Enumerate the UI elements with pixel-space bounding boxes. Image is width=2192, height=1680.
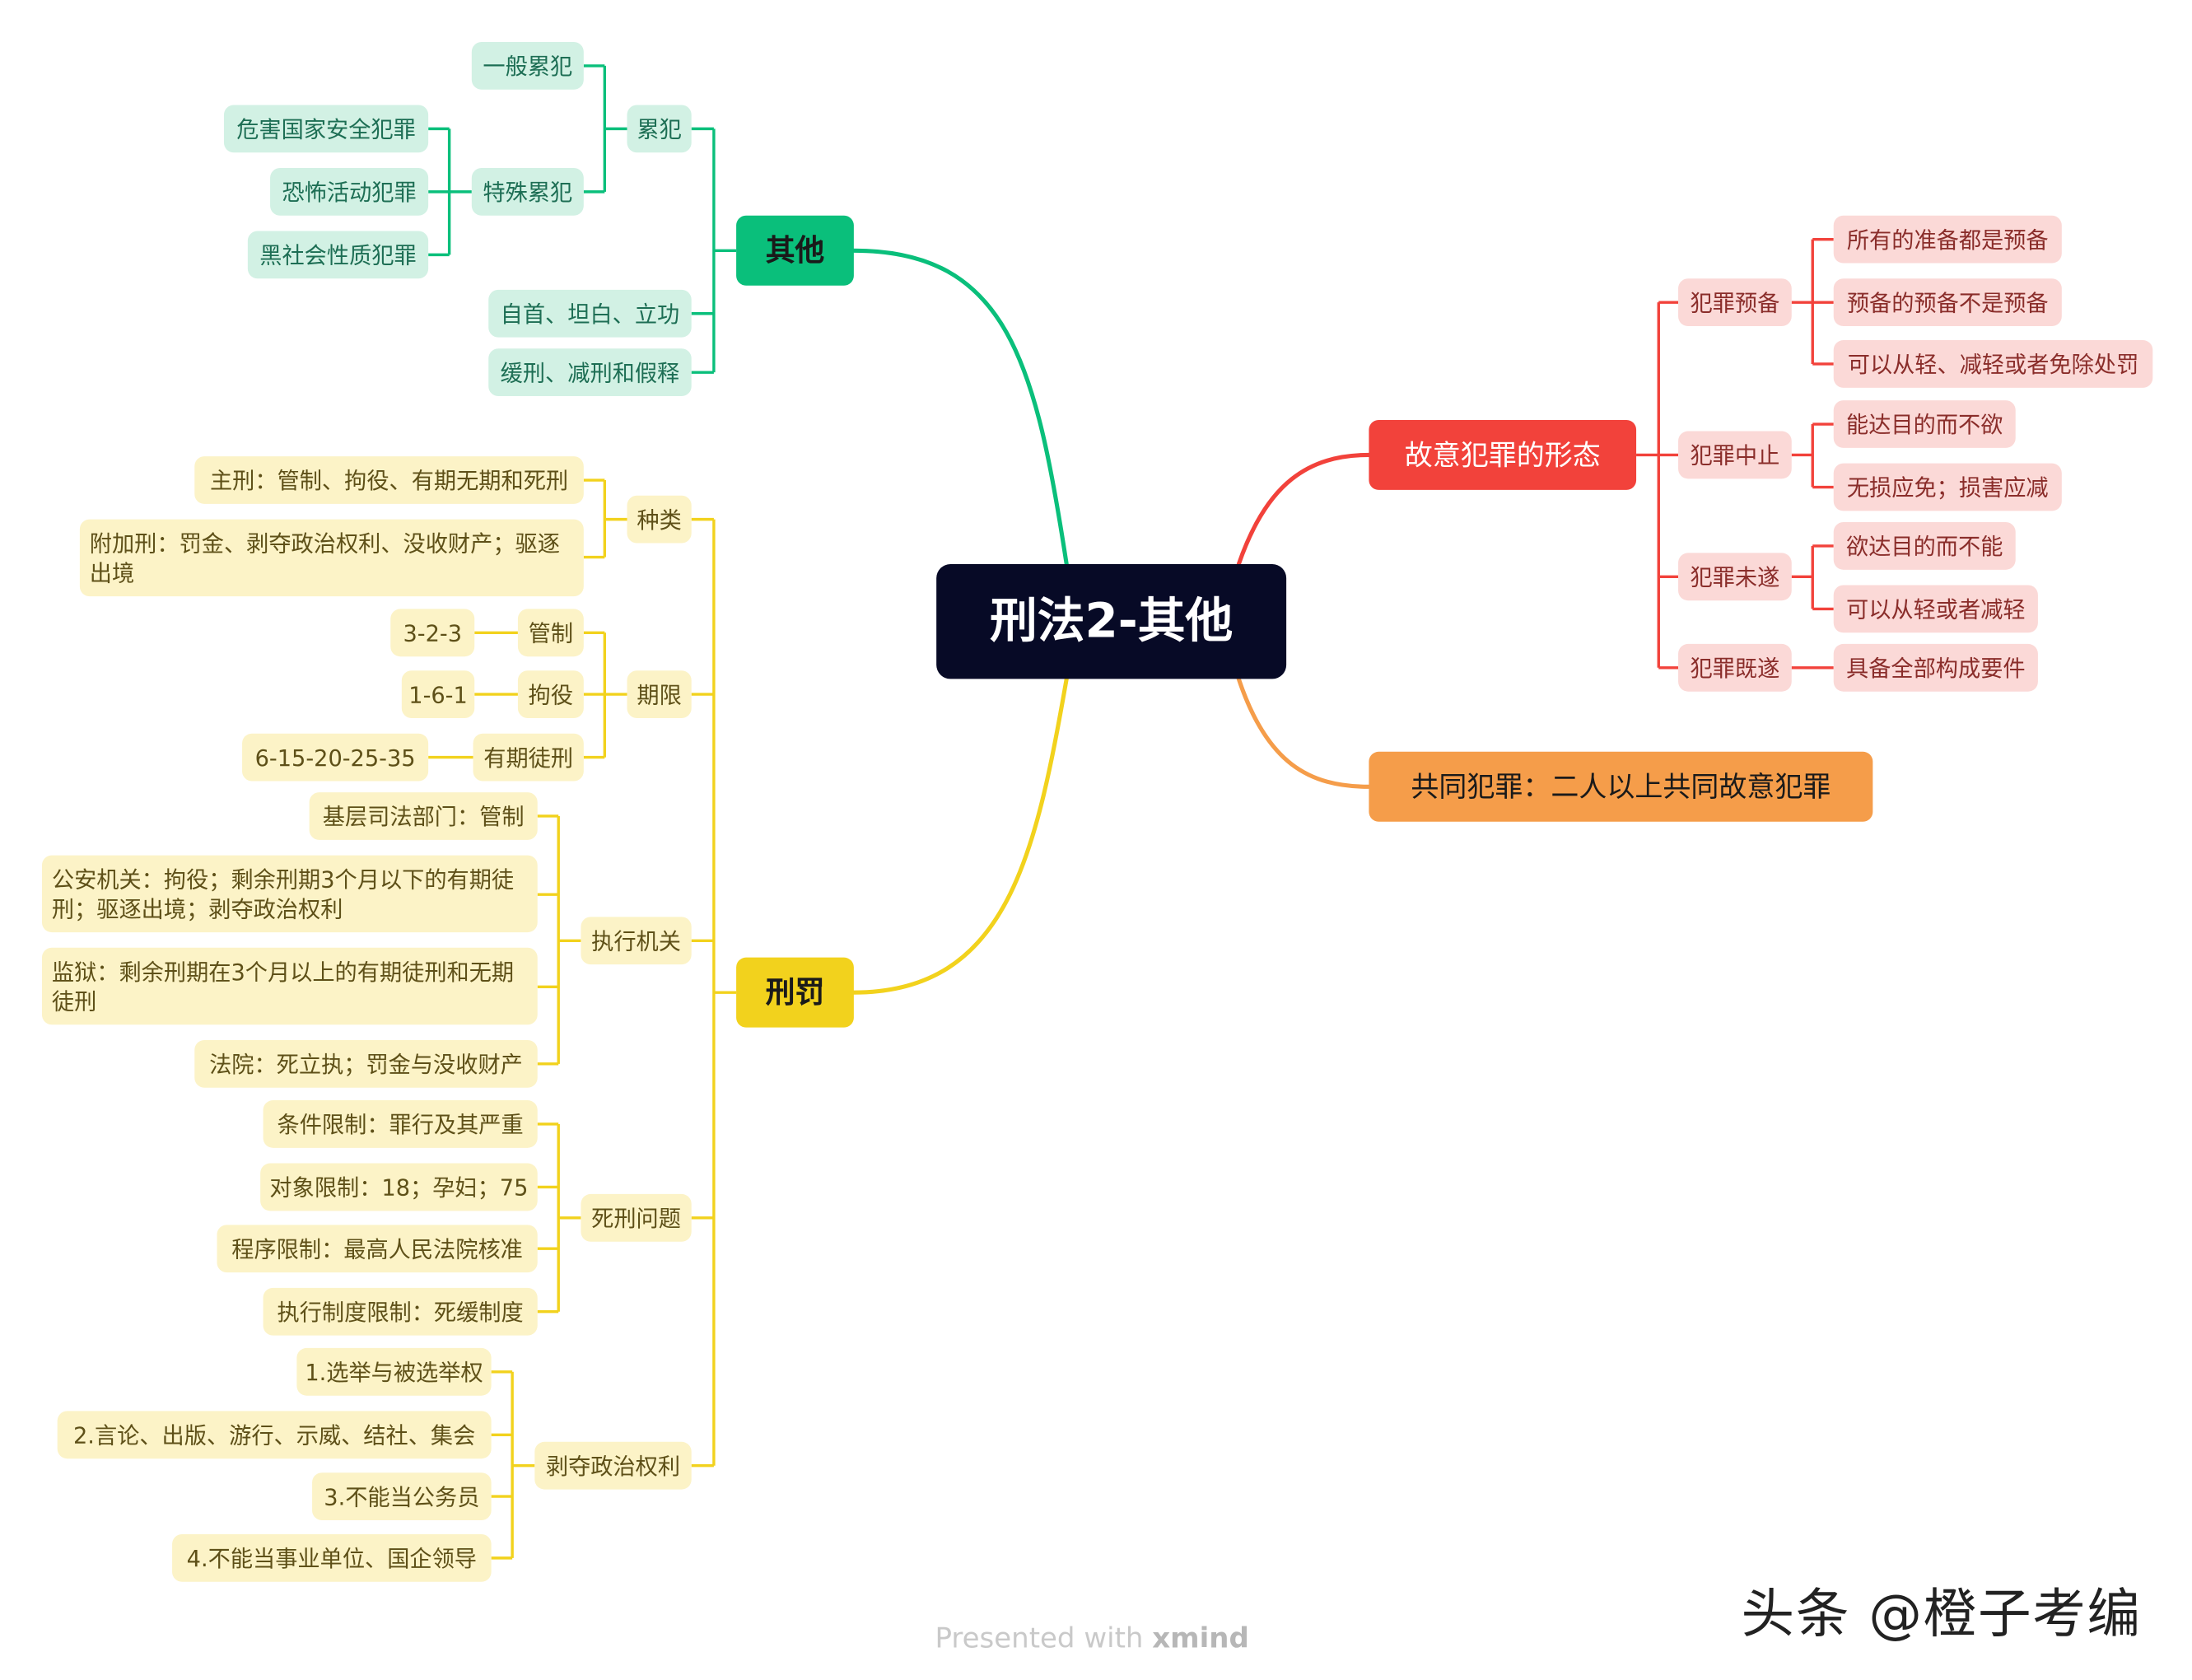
node-special-recidivism[interactable]: 特殊累犯 <box>471 167 584 216</box>
node-executor-item[interactable]: 法院：死立执；罚金与没收财产 <box>194 1039 538 1088</box>
node-executor-item[interactable]: 公安机关：拘役；剩余刑期3个月以下的有期徒刑；驱逐出境；剥夺政治权利 <box>41 855 538 933</box>
node-term-value[interactable]: 6-15-20-25-35 <box>242 733 429 782</box>
watermark: 头条 @橙子考编 <box>1741 1583 2142 1645</box>
node-general-recidivism[interactable]: 一般累犯 <box>471 41 584 90</box>
node-deprivation-item[interactable]: 2.言论、出版、游行、示威、结社、集会 <box>57 1411 492 1459</box>
node-executor-item[interactable]: 基层司法部门：管制 <box>309 792 538 840</box>
node-death-item[interactable]: 对象限制：18；孕妇；75 <box>260 1163 538 1211</box>
connectors-forms <box>1636 237 1834 670</box>
node-term-name[interactable]: 管制 <box>517 609 584 657</box>
node-stage-item[interactable]: 预备的预备不是预备 <box>1833 278 2062 327</box>
xmind-brand: xmind <box>1152 1621 1249 1655</box>
node-stage-item[interactable]: 可以从轻、减轻或者免除处罚 <box>1833 340 2153 388</box>
node-additional-penalty[interactable]: 附加刑：罚金、剥夺政治权利、没收财产；驱逐出境 <box>79 519 584 597</box>
branch-joint-crime[interactable]: 共同犯罪：二人以上共同故意犯罪 <box>1369 751 1873 822</box>
node-stage[interactable]: 犯罪中止 <box>1678 431 1792 479</box>
node-deprivation-item[interactable]: 4.不能当事业单位、国企领导 <box>172 1533 492 1582</box>
branch-penalty[interactable]: 刑罚 <box>736 957 854 1028</box>
node-penalty-types[interactable]: 种类 <box>627 495 692 544</box>
node-death-item[interactable]: 程序限制：最高人民法院核准 <box>217 1225 538 1273</box>
node-special-item[interactable]: 危害国家安全犯罪 <box>223 105 429 153</box>
node-term-value[interactable]: 1-6-1 <box>401 670 475 718</box>
node-stage-item[interactable]: 无损应免；损害应减 <box>1833 463 2062 511</box>
node-stage[interactable]: 犯罪未遂 <box>1678 553 1792 601</box>
node-deprivation-item[interactable]: 3.不能当公务员 <box>312 1472 492 1520</box>
node-term-name[interactable]: 有期徒刑 <box>473 733 584 782</box>
node-main-penalty[interactable]: 主刑：管制、拘役、有期无期和死刑 <box>194 456 584 504</box>
node-executor-item[interactable]: 监狱：剩余刑期在3个月以上的有期徒刑和无期徒刑 <box>41 947 538 1025</box>
node-deprivation-item[interactable]: 1.选举与被选举权 <box>296 1347 492 1396</box>
node-special-item[interactable]: 恐怖活动犯罪 <box>270 167 429 216</box>
connector-root-other <box>851 248 1069 567</box>
node-surrender[interactable]: 自首、坦白、立功 <box>488 289 692 338</box>
node-stage-item[interactable]: 所有的准备都是预备 <box>1833 215 2062 264</box>
node-term-value[interactable]: 3-2-3 <box>390 609 475 657</box>
connectors-penalty <box>428 478 737 1560</box>
branch-other[interactable]: 其他 <box>736 215 854 286</box>
node-death-penalty[interactable]: 死刑问题 <box>581 1193 692 1242</box>
node-probation[interactable]: 缓刑、减刑和假释 <box>488 348 692 397</box>
node-term-name[interactable]: 拘役 <box>517 670 584 718</box>
root-topic[interactable]: 刑法2-其他 <box>936 564 1287 679</box>
node-recidivism[interactable]: 累犯 <box>627 105 692 153</box>
connector-root-joint <box>1236 676 1371 789</box>
presented-with-footer: Presented with xmind <box>935 1621 1265 1654</box>
node-stage-item[interactable]: 欲达目的而不能 <box>1833 522 2016 570</box>
node-death-item[interactable]: 条件限制：罪行及其严重 <box>263 1100 538 1148</box>
branch-crime-forms[interactable]: 故意犯罪的形态 <box>1369 419 1637 490</box>
node-deprivation[interactable]: 剥夺政治权利 <box>534 1441 692 1490</box>
node-special-item[interactable]: 黑社会性质犯罪 <box>247 231 429 279</box>
node-stage[interactable]: 犯罪预备 <box>1678 278 1792 327</box>
footer-prefix: Presented with <box>935 1621 1153 1655</box>
node-stage-item[interactable]: 可以从轻或者减轻 <box>1833 585 2038 633</box>
connectors-other <box>428 64 737 374</box>
connector-root-penalty <box>851 676 1069 995</box>
node-stage-item[interactable]: 具备全部构成要件 <box>1833 643 2038 692</box>
node-death-item[interactable]: 执行制度限制：死缓制度 <box>263 1287 538 1336</box>
node-executors[interactable]: 执行机关 <box>581 917 692 965</box>
connector-root-forms <box>1236 452 1371 567</box>
node-terms[interactable]: 期限 <box>627 670 692 718</box>
node-stage-item[interactable]: 能达目的而不欲 <box>1833 400 2016 448</box>
node-stage[interactable]: 犯罪既遂 <box>1678 643 1792 692</box>
